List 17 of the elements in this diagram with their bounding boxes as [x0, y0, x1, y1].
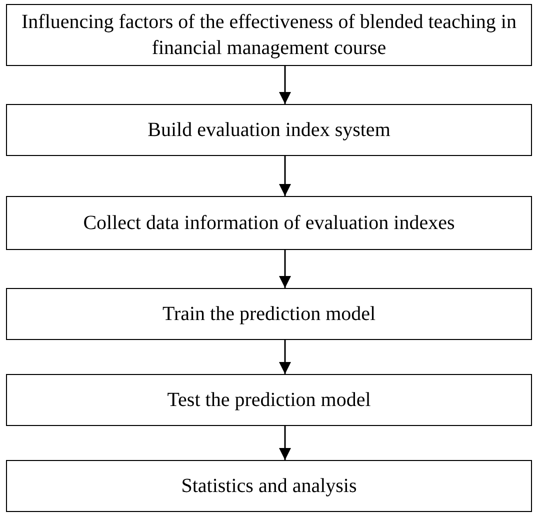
process-box: [6, 196, 532, 250]
arrow: [279, 156, 291, 196]
process-box: [6, 374, 532, 426]
step-text: Statistics and analysis: [181, 474, 357, 499]
process-box: [6, 104, 532, 156]
step-text: Train the prediction model: [162, 302, 376, 327]
step-text: Influencing factors of the effectiveness of blended teaching in financial management course: [20, 10, 518, 61]
arrow: [279, 66, 291, 104]
process-box: [6, 288, 532, 340]
arrow: [279, 250, 291, 288]
step-text: Collect data information of evaluation indexes: [83, 211, 455, 236]
process-box: [6, 460, 532, 512]
process-box: [6, 4, 532, 66]
arrow: [279, 426, 291, 460]
step-text: Build evaluation index system: [148, 118, 390, 143]
arrow: [279, 340, 291, 374]
step-text: Test the prediction model: [167, 388, 371, 413]
